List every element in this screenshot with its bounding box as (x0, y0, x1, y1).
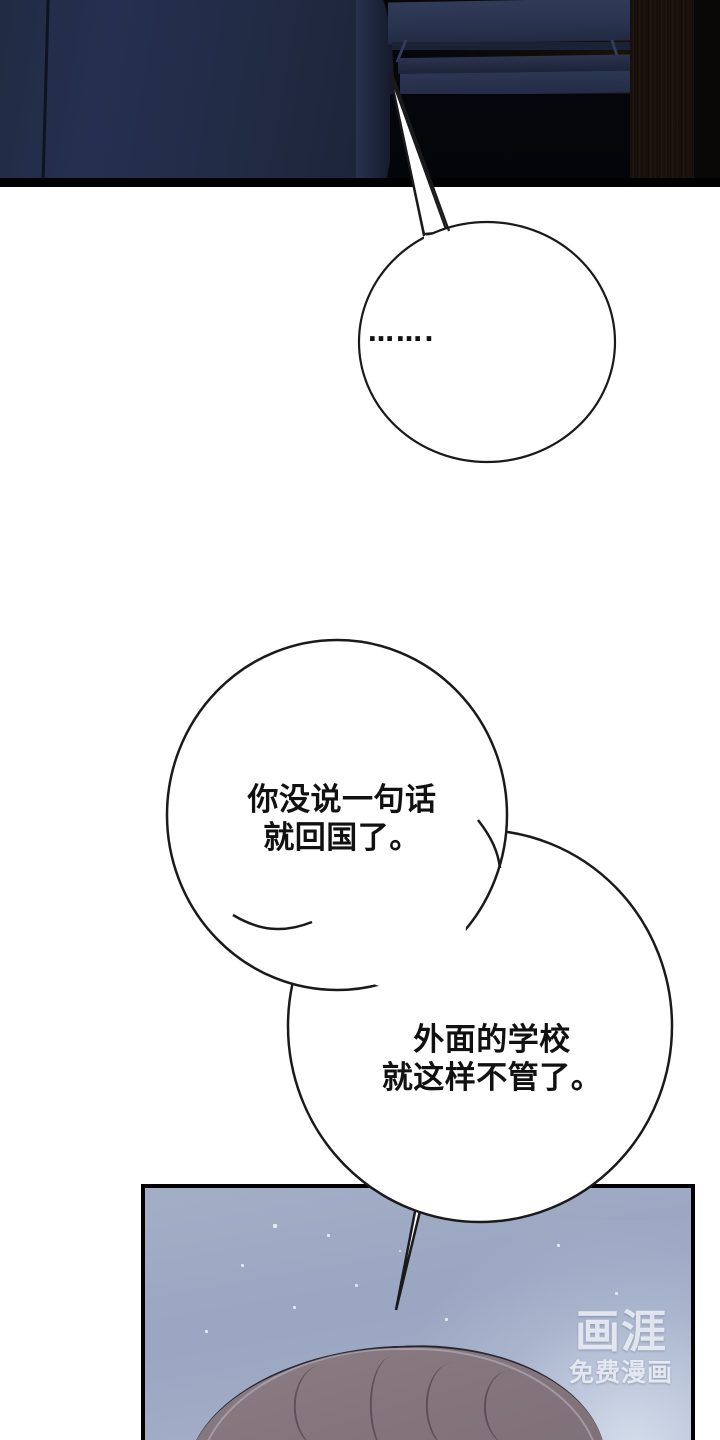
panel-bottom-black-strip (0, 178, 720, 187)
desk-top-slab (388, 0, 668, 45)
panel-top-dark-interior (0, 0, 720, 187)
bubble-ellipsis-text: ……. (368, 318, 436, 348)
sparkle-dot (293, 1306, 296, 1309)
wood-wall-dark-edge (694, 0, 720, 187)
sofa-back-shape (0, 0, 386, 187)
sparkle-dot (399, 1250, 401, 1252)
bubble-ellipsis-tail-join (424, 232, 452, 254)
sparkle-dot (615, 1292, 618, 1295)
bubble-upper-text: 你没说一句话 就回国了。 (247, 782, 437, 856)
sparkle-dot (327, 1234, 330, 1237)
sparkle-dot (445, 1318, 448, 1321)
panel-bottom-blue-room: 画涯 免费漫画 (141, 1184, 695, 1440)
sparkle-dot (241, 1264, 244, 1267)
bubble-merge-mask (300, 865, 466, 993)
desk-under-shadow (392, 42, 668, 50)
shelf-slab-lower (400, 70, 666, 96)
sparkle-dot (355, 1284, 358, 1287)
wood-wall-texture (630, 0, 698, 187)
bubble-lower-text: 外面的学校 就这样不管了。 (381, 1022, 603, 1096)
sparkle-dot (205, 1330, 208, 1333)
sparkle-dot (273, 1224, 277, 1228)
bubble-pinch-notch (232, 913, 313, 931)
sofa-rounded-edge (356, 0, 394, 187)
sparkle-dot (557, 1244, 560, 1247)
